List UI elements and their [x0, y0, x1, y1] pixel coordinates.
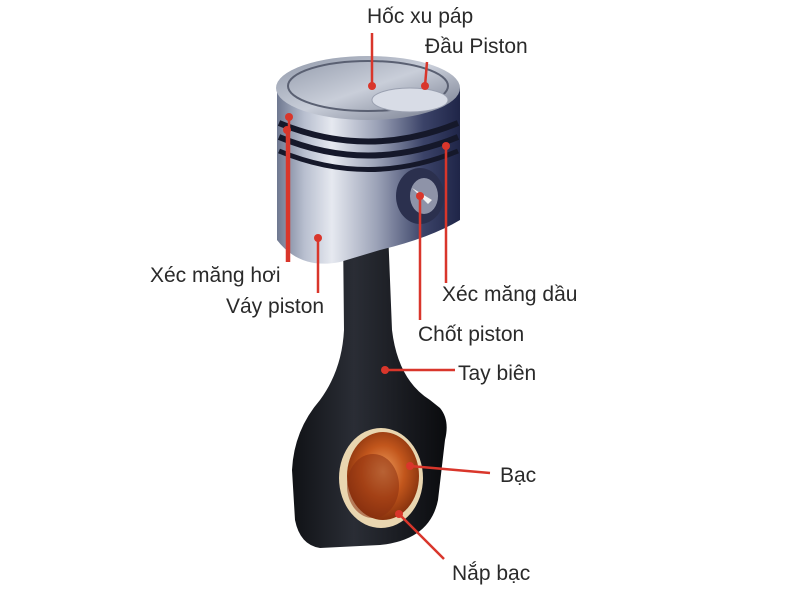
label-piston-pin: Chốt piston — [418, 323, 525, 346]
label-valve-recess: Hốc xu páp — [367, 5, 474, 28]
label-compression-ring: Xéc măng hơi — [150, 264, 281, 287]
leader-lines — [285, 33, 491, 560]
leader-dots — [283, 82, 450, 518]
label-piston-head: Đầu Piston — [425, 35, 528, 58]
label-oil-ring: Xéc măng dầu — [442, 283, 578, 306]
label-bearing: Bạc — [500, 464, 537, 487]
piston — [276, 56, 460, 264]
label-piston-skirt: Váy piston — [226, 295, 325, 318]
connecting-rod — [292, 230, 447, 548]
label-bearing-cap: Nắp bạc — [452, 562, 531, 585]
label-connecting-rod: Tay biên — [458, 362, 537, 385]
